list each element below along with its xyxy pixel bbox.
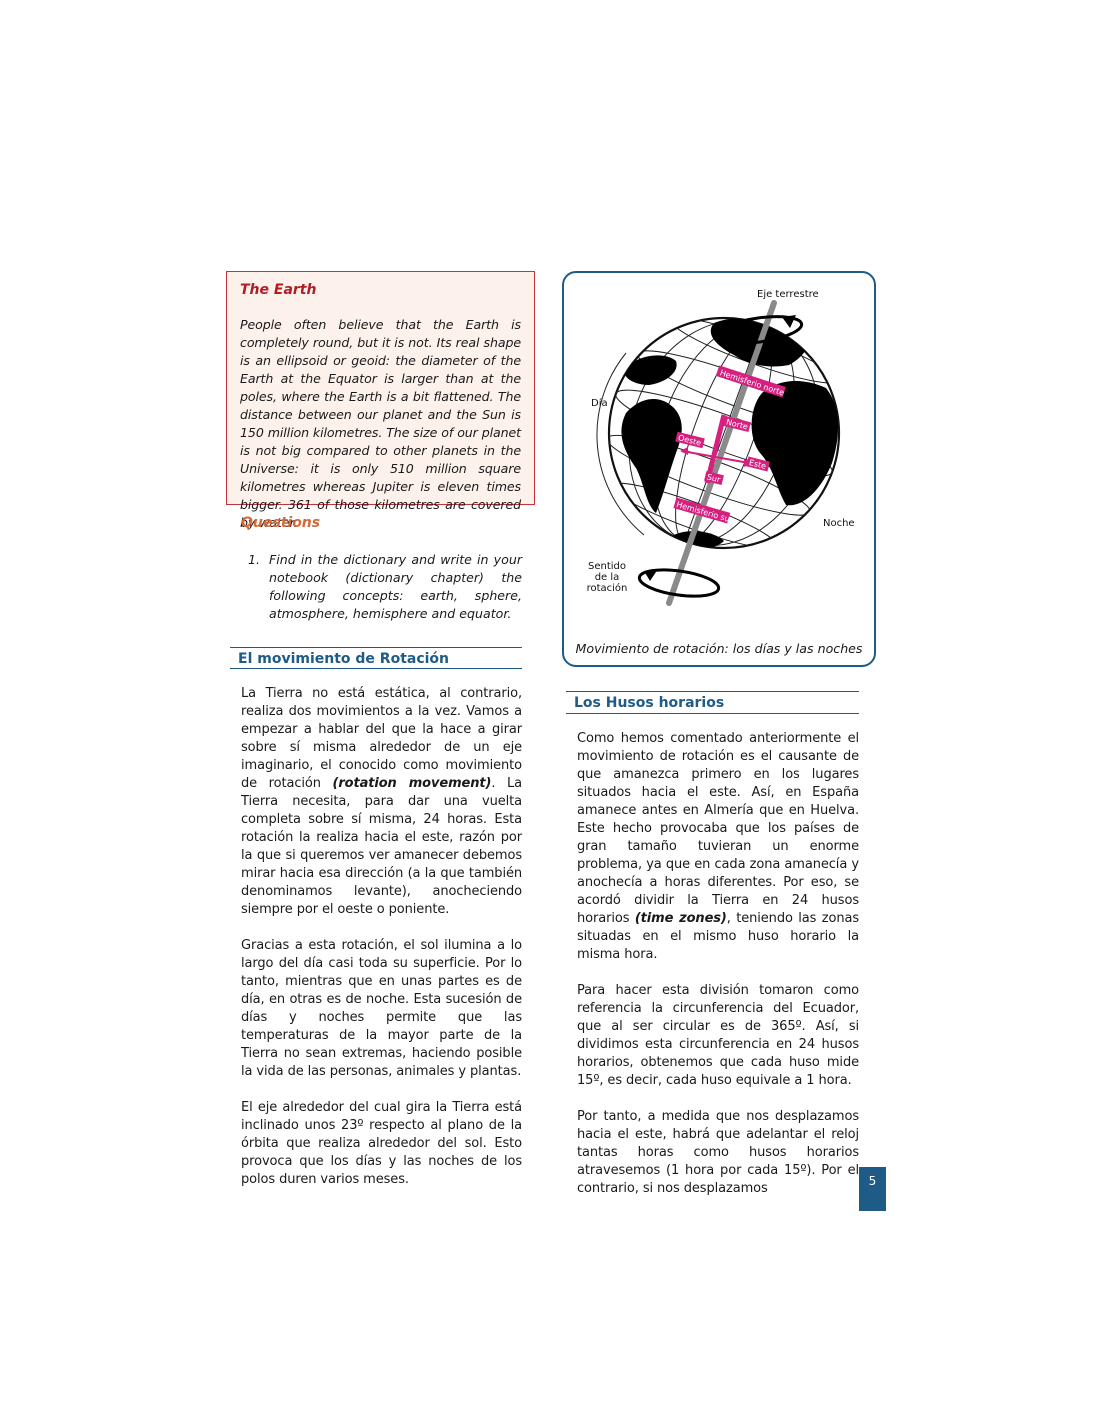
- husos-term-emphasis: (time zones): [634, 911, 727, 926]
- time-zones-text-column: Como hemos comentado anteriormente el mo…: [577, 730, 859, 1198]
- west-tag: [675, 431, 705, 449]
- north-tag: [723, 416, 751, 432]
- rotation-figure: Hemisferio norte Norte Oeste Este Sur He…: [562, 271, 876, 667]
- direction-label-line-1: Sentido: [588, 561, 626, 572]
- east-tag: [746, 456, 770, 472]
- south-america-shape: [621, 398, 682, 513]
- earth-box-text: People often believe that the Earth is c…: [240, 317, 521, 530]
- figure-caption: Movimiento de rotación: los días y las n…: [575, 641, 863, 656]
- earth-box-title: The Earth: [240, 282, 317, 298]
- north-america-shape: [623, 355, 677, 385]
- south-tag: [704, 470, 724, 486]
- rotation-term-emphasis: (rotation movement): [332, 776, 492, 791]
- globe-grid: [609, 318, 839, 548]
- africa-shape: [751, 381, 839, 506]
- husos-p1-text-a: Como hemos comentado anteriormente el mo…: [577, 731, 859, 926]
- question-text: Find in the dictionary and write in your…: [269, 552, 522, 621]
- husos-paragraph-1: Como hemos comentado anteriormente el mo…: [577, 730, 859, 964]
- day-arc: [596, 352, 645, 536]
- question-number: 1.: [248, 552, 261, 567]
- direction-label-line-2: de la: [595, 572, 620, 583]
- north-south-arrow: [704, 414, 727, 484]
- questions-title: Questions: [241, 515, 321, 531]
- hem-north-tag: [715, 365, 786, 398]
- rotation-paragraph-2: Gracias a esta rotación, el sol ilumina …: [241, 938, 522, 1079]
- husos-paragraph-3: Por tanto, a medida que nos desplazamos …: [577, 1109, 859, 1196]
- rotation-p1-text-c: . La Tierra necesita, para dar una vuelt…: [241, 776, 523, 917]
- question-list: 1. Find in the dictionary and write in y…: [241, 551, 522, 623]
- axis-label: Eje terrestre: [757, 289, 819, 300]
- question-item: 1. Find in the dictionary and write in y…: [241, 551, 522, 623]
- bottom-arrow-head: [644, 569, 658, 581]
- east-label: Este: [748, 458, 767, 471]
- south-label: Sur: [706, 472, 722, 484]
- husos-paragraph-2: Para hacer esta división tomaron como re…: [577, 983, 859, 1088]
- earth-info-box: The Earth People often believe that the …: [226, 271, 535, 530]
- west-east-arrow: [681, 450, 750, 464]
- hem-south-tag: [673, 497, 731, 524]
- rotation-text-column: La Tierra no está estática, al contrario…: [241, 685, 522, 1189]
- west-arrow-head: [680, 447, 688, 455]
- bottom-rotation-arrow: [637, 568, 721, 598]
- globe-illustration: Hemisferio norte Norte Oeste Este Sur He…: [587, 289, 855, 606]
- time-zones-section-heading: Los Husos horarios: [566, 691, 859, 714]
- night-label: Noche: [823, 518, 855, 529]
- direction-label-line-3: rotación: [587, 582, 628, 594]
- top-arrow-head: [782, 315, 796, 328]
- day-label: Día: [591, 397, 608, 409]
- rotation-p1-text-a: La Tierra no está estática, al contrario…: [241, 686, 522, 791]
- top-rotation-arrow: [714, 315, 804, 345]
- rotation-paragraph-3: El eje alrededor del cual gira la Tierra…: [241, 1100, 522, 1187]
- page-number: 5: [859, 1167, 886, 1211]
- earth-axis: [666, 300, 777, 606]
- husos-p1-text-c: , teniendo las zonas situadas en el mism…: [577, 911, 859, 962]
- rotation-section-heading: El movimiento de Rotación: [230, 647, 522, 669]
- rotation-paragraph-1: La Tierra no está estática, al contrario…: [241, 685, 522, 919]
